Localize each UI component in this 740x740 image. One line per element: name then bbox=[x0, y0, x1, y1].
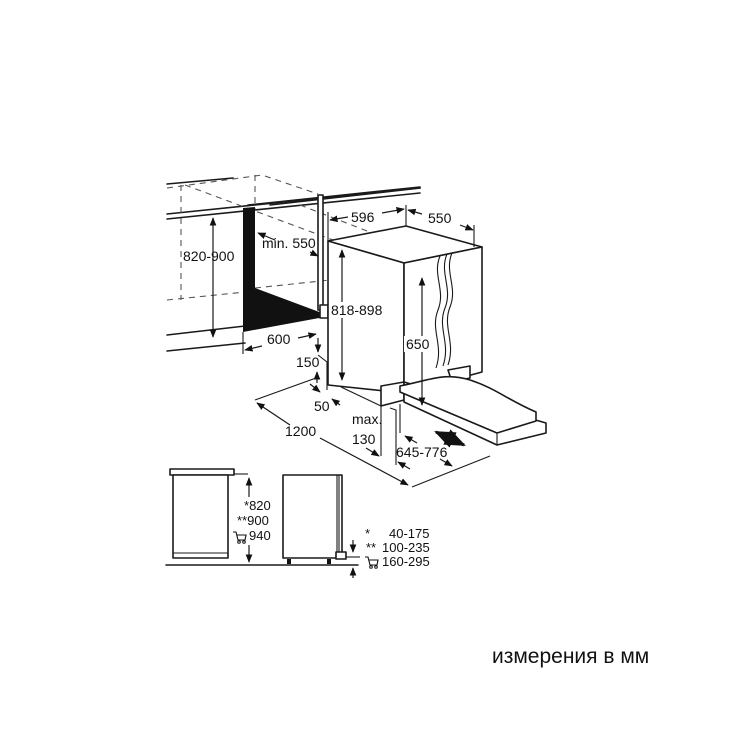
label-niche-width: 600 bbox=[267, 331, 291, 347]
plinth-marker-standard: * bbox=[365, 526, 370, 541]
label-offset: 50 bbox=[314, 398, 330, 414]
height-label-standard: *820 bbox=[244, 498, 271, 513]
label-niche-height: 820-900 bbox=[183, 248, 235, 264]
side-view bbox=[165, 468, 360, 578]
floor-dimensions: 150 50 1200 max. 130 645-776 bbox=[254, 338, 491, 488]
dimension-niche-width: 600 bbox=[242, 331, 317, 354]
dishwasher-open-door bbox=[380, 375, 547, 446]
label-front-gap: 150 bbox=[296, 354, 320, 370]
label-door-height: 650 bbox=[406, 336, 430, 352]
plinth-marker-tall: ** bbox=[366, 540, 376, 555]
dimension-appliance-height: 818-898 bbox=[330, 249, 390, 381]
side-view-plinth-labels: * 40-175 ** 100-235 160-295 bbox=[365, 526, 430, 569]
label-clearance: 1200 bbox=[285, 423, 316, 439]
height-label-tall: **900 bbox=[237, 513, 269, 528]
label-plinth-max-line2: 130 bbox=[352, 431, 376, 447]
dimension-appliance-width: 596 bbox=[327, 205, 407, 241]
label-niche-depth: min. 550 bbox=[262, 235, 316, 251]
plinth-label-sliding: 160-295 bbox=[382, 554, 430, 569]
label-appliance-height: 818-898 bbox=[331, 302, 383, 318]
cart-icon bbox=[365, 556, 379, 569]
dimension-niche-depth: min. 550 bbox=[257, 232, 319, 257]
dimension-niche-height: 820-900 bbox=[183, 217, 235, 338]
label-door-travel: 645-776 bbox=[396, 444, 448, 460]
plinth-label-tall: 100-235 bbox=[382, 540, 430, 555]
label-appliance-depth: 550 bbox=[428, 210, 452, 226]
height-label-sliding: 940 bbox=[249, 528, 271, 543]
label-appliance-width: 596 bbox=[351, 209, 375, 225]
unit-caption: измерения в мм bbox=[492, 645, 650, 668]
plinth-label-standard: 40-175 bbox=[389, 526, 429, 541]
dimension-appliance-depth: 550 bbox=[407, 208, 475, 247]
cart-icon bbox=[233, 531, 247, 544]
label-plinth-max-line1: max. bbox=[352, 411, 382, 427]
side-view-height-labels: *820 **900 940 bbox=[233, 498, 271, 544]
dimension-door-height: 650 bbox=[404, 277, 432, 406]
